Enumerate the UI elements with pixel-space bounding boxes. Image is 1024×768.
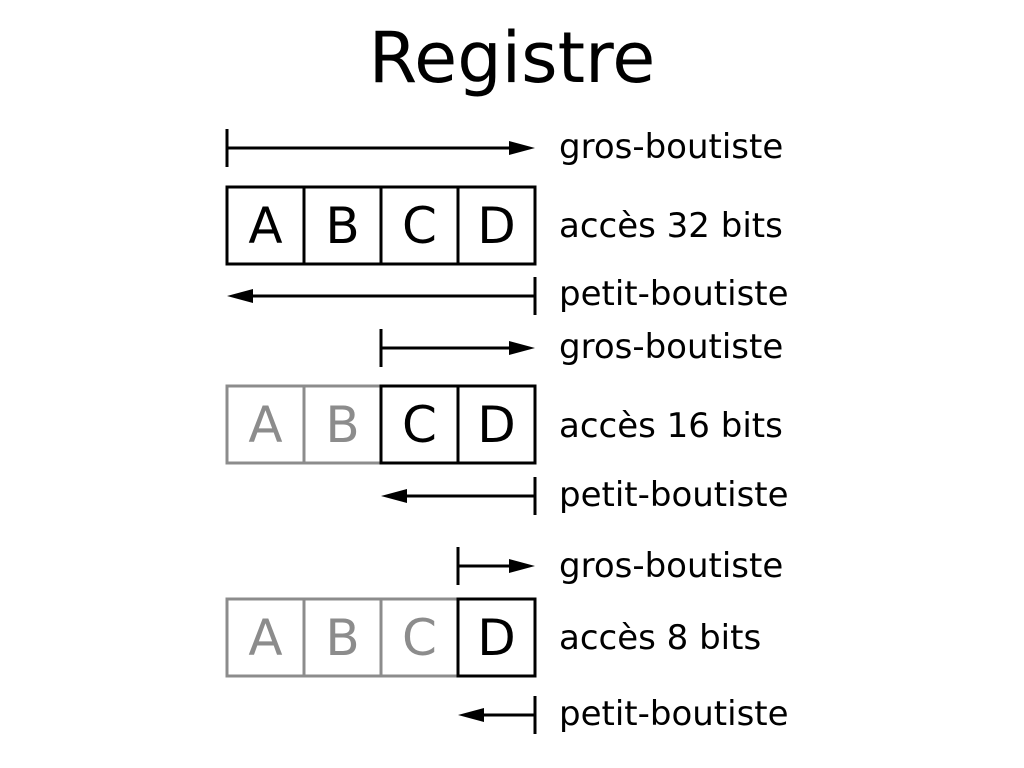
group2-byte-C: C xyxy=(402,396,437,454)
group2-access-label: accès 16 bits xyxy=(559,406,783,446)
group3-byte-C: C xyxy=(402,609,437,667)
group2-byte-B: B xyxy=(325,396,359,454)
group2-byte-A: A xyxy=(248,396,282,454)
diagram-title: Registre xyxy=(368,17,656,99)
group3-access-label: accès 8 bits xyxy=(559,618,762,658)
group2-byte-D: D xyxy=(477,396,516,454)
group1-cell-D xyxy=(456,185,537,266)
group2-little-endian-arrowhead xyxy=(381,489,407,503)
group2-little-endian-label: petit-boutiste xyxy=(559,475,789,515)
group1-byte-B: B xyxy=(325,197,359,255)
group3-cell-D xyxy=(456,597,537,678)
group3-big-endian-arrowhead xyxy=(509,559,535,573)
group1-little-endian-label: petit-boutiste xyxy=(559,274,789,314)
group2-big-endian-arrowhead xyxy=(509,341,535,355)
group1-byte-D: D xyxy=(477,197,516,255)
group3-byte-D: D xyxy=(477,609,516,667)
group1-byte-C: C xyxy=(402,197,437,255)
group1-big-endian-arrowhead xyxy=(509,141,535,155)
group3-byte-B: B xyxy=(325,609,359,667)
group2-cell-D xyxy=(456,384,537,465)
group1-little-endian-arrowhead xyxy=(227,289,253,303)
group3-byte-A: A xyxy=(248,609,282,667)
group1-access-label: accès 32 bits xyxy=(559,206,783,246)
group3-little-endian-label: petit-boutiste xyxy=(559,694,789,734)
group1-big-endian-label: gros-boutiste xyxy=(559,127,784,167)
group3-big-endian-label: gros-boutiste xyxy=(559,546,784,586)
group2-big-endian-label: gros-boutiste xyxy=(559,327,784,367)
group3-little-endian-arrowhead xyxy=(458,708,484,722)
group1-byte-A: A xyxy=(248,197,282,255)
